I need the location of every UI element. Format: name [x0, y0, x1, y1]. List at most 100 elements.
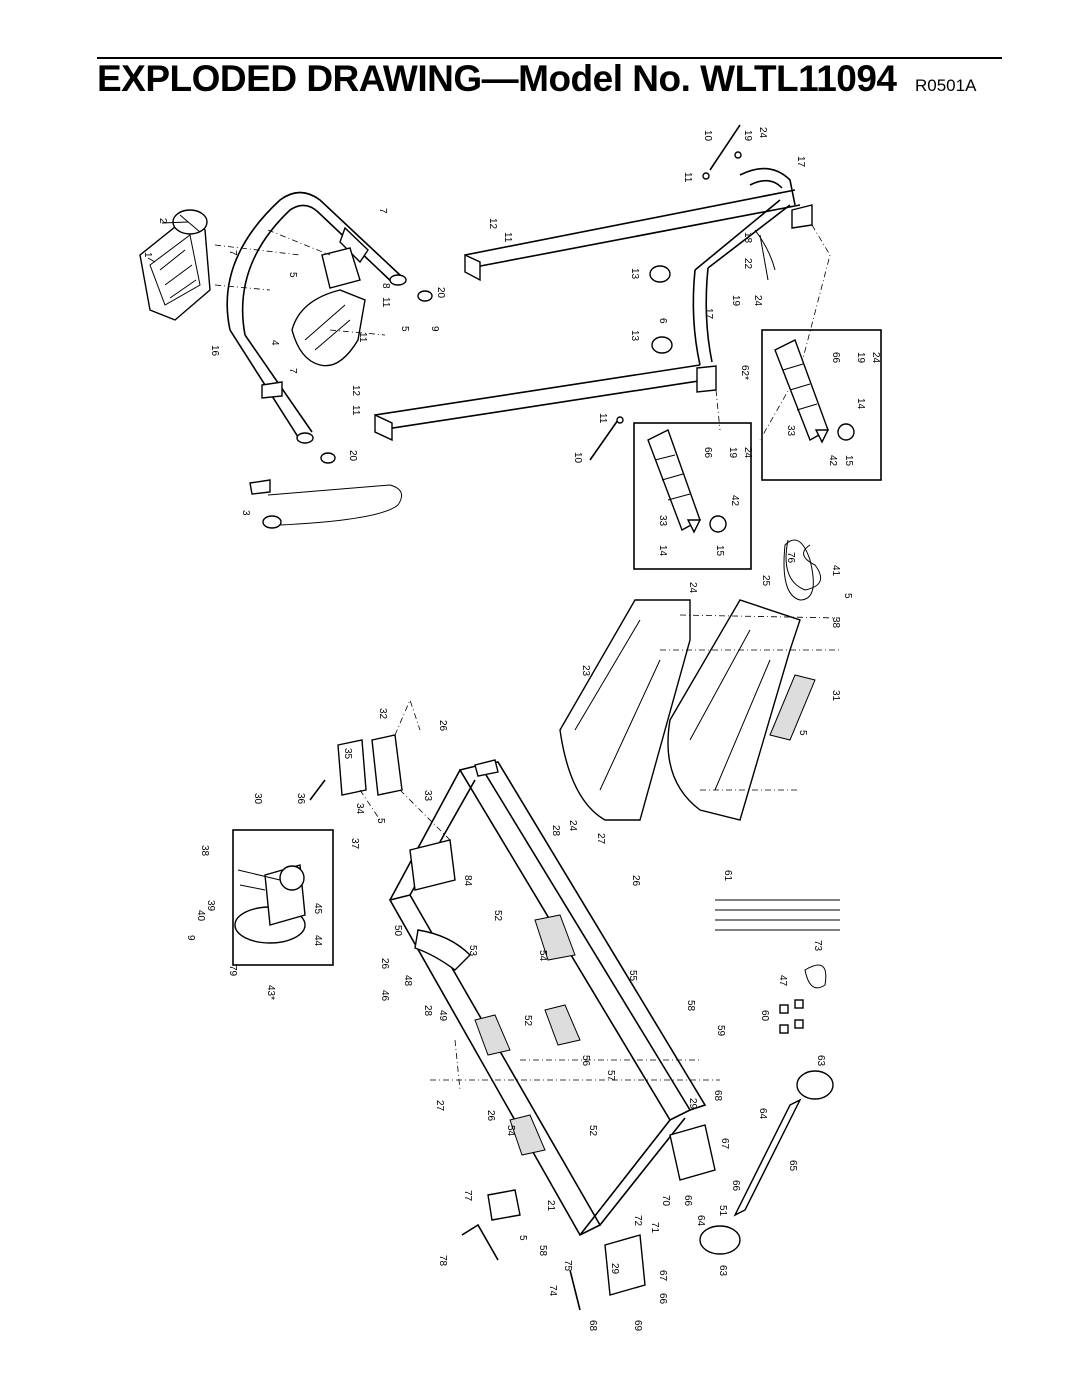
part-label: 27 [595, 833, 606, 845]
part-label: 52 [522, 1015, 533, 1027]
part-label: 5 [287, 272, 298, 278]
part-label: 14 [855, 398, 866, 410]
part-label: 75 [562, 1260, 573, 1272]
part-label: 71 [649, 1222, 660, 1234]
part-label: 7 [377, 208, 388, 214]
part-label: 38 [199, 845, 210, 857]
motor-inset [232, 829, 334, 966]
power-cord [785, 539, 822, 591]
part-label: 55 [627, 970, 638, 982]
part-label: 53 [467, 945, 478, 957]
inset-detail-2 [761, 329, 882, 481]
part-label: 33 [657, 515, 668, 527]
hex-key [461, 1223, 581, 1311]
part-label: 66 [682, 1195, 693, 1207]
part-label: 37 [349, 838, 360, 850]
part-label: 5 [375, 818, 386, 824]
part-label: 5 [399, 326, 410, 332]
front-roller [604, 1124, 716, 1296]
part-label: 52 [492, 910, 503, 922]
part-label: 61 [722, 870, 733, 882]
part-label: 60 [759, 1010, 770, 1022]
safety-key [779, 964, 827, 1034]
part-label: 65 [787, 1160, 798, 1172]
part-label: 14 [657, 545, 668, 557]
part-label: 39 [205, 900, 216, 912]
part-label: 63 [717, 1265, 728, 1277]
part-label: 43* [265, 985, 276, 1000]
part-label: 23 [580, 665, 591, 677]
part-label: 33 [785, 425, 796, 437]
part-label: 20 [347, 450, 358, 462]
part-label: 3 [240, 510, 251, 516]
part-label: 5 [842, 593, 853, 599]
part-label: 66 [730, 1180, 741, 1192]
motor-mount [309, 698, 451, 841]
part-label: 54 [505, 1125, 516, 1137]
part-label: 26 [437, 720, 448, 732]
part-label: 72 [632, 1215, 643, 1227]
part-label: 74 [547, 1285, 558, 1297]
part-label: 24 [687, 582, 698, 594]
part-label: 58 [537, 1245, 548, 1257]
part-label: 8 [380, 283, 391, 289]
motor-hood [559, 539, 841, 821]
part-label: 25 [760, 575, 771, 587]
part-label: 7 [227, 250, 238, 256]
part-label: 20 [435, 287, 446, 299]
part-label: 11 [380, 297, 391, 308]
part-label: 54 [537, 950, 548, 962]
treadmill-frame [388, 759, 720, 1237]
part-label: 24 [567, 820, 578, 832]
page-title: EXPLODED DRAWING—Model No. WLTL11094 [97, 58, 897, 99]
part-label: 16 [209, 345, 220, 357]
part-label: 13 [629, 330, 640, 342]
part-label: 15 [714, 545, 725, 557]
part-label: 15 [843, 455, 854, 467]
part-label: 9 [429, 326, 440, 332]
part-label: 46 [379, 990, 390, 1002]
part-label: 29 [609, 1263, 620, 1275]
part-label: 26 [485, 1110, 496, 1122]
part-label: 36 [295, 793, 306, 805]
header-rule [97, 57, 1002, 59]
part-label: 41 [830, 565, 841, 577]
part-label: 44 [312, 935, 323, 947]
part-label: 35 [342, 748, 353, 760]
part-label: 84 [462, 875, 473, 887]
part-label: 47 [777, 975, 788, 987]
part-label: 56 [580, 1055, 591, 1067]
part-label: 17 [703, 308, 714, 320]
upright-bolts [589, 124, 742, 461]
part-label: 12 [350, 385, 361, 397]
part-label: 66 [657, 1293, 668, 1305]
part-label: 42 [827, 455, 838, 467]
part-label: 19 [727, 447, 738, 459]
part-label: 66 [702, 447, 713, 459]
part-label: 52 [587, 1125, 598, 1137]
part-label: 13 [629, 268, 640, 280]
part-label: 48 [402, 975, 413, 987]
part-label: 79 [227, 965, 238, 977]
part-label: 62* [739, 365, 750, 380]
part-label: 45 [312, 903, 323, 915]
part-label: 10 [702, 130, 713, 142]
part-label: 9 [185, 935, 196, 941]
part-label: 42 [729, 495, 740, 507]
part-labels: 2 1 7 7 7 5 8 11 20 5 9 11 4 16 12 11 20… [142, 127, 881, 1332]
part-label: 24 [752, 295, 763, 307]
part-label: 30 [252, 793, 263, 805]
part-label: 24 [757, 127, 768, 139]
part-label: 7 [287, 368, 298, 374]
part-label: 28 [550, 825, 561, 837]
part-label: 27 [434, 1100, 445, 1112]
part-label: 17 [795, 156, 806, 168]
part-label: 33 [422, 790, 433, 802]
part-label: 59 [715, 1025, 726, 1037]
part-label: 76 [785, 552, 796, 564]
part-label: 4 [269, 340, 280, 346]
part-label: 11 [682, 172, 693, 183]
console-assembly [139, 209, 211, 321]
part-label: 29 [687, 1098, 698, 1110]
part-label: 78 [437, 1255, 448, 1267]
